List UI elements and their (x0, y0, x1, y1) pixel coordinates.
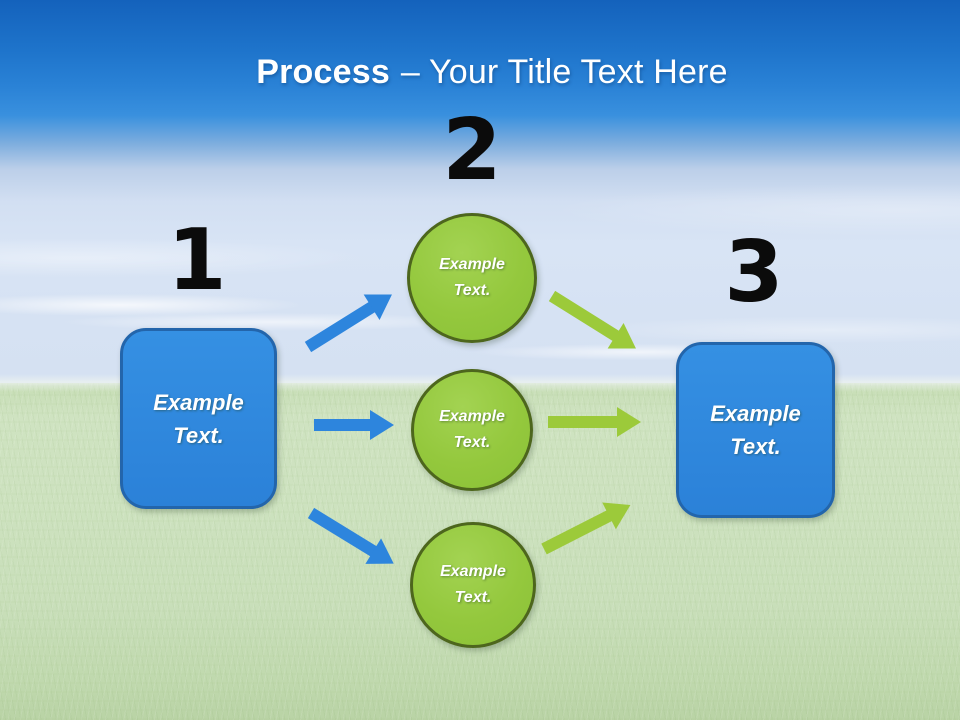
arrow-shaft (548, 416, 619, 428)
arrow-box1-to-circle-mid (314, 410, 394, 440)
step-number-2: 2 (442, 101, 502, 200)
step-number-3: 3 (724, 223, 784, 322)
arrow-circle-mid-to-box3 (548, 407, 641, 437)
step2-circle-3: Example Text. (410, 522, 536, 648)
step2-circle-3-label: Example Text. (440, 562, 506, 606)
step2-circle-2: Example Text. (411, 369, 533, 491)
title-bold-text: Process (256, 53, 390, 91)
arrow-head-icon (370, 410, 394, 440)
step3-box: Example Text. (676, 342, 835, 518)
step3-box-label: Example Text. (710, 401, 801, 459)
step2-circle-2-label: Example Text. (439, 407, 505, 451)
step2-circle-1-label: Example Text. (439, 255, 505, 299)
title-regular-text: – Your Title Text Here (400, 53, 728, 91)
step1-box-label: Example Text. (153, 389, 244, 448)
step2-circle-1: Example Text. (407, 213, 537, 343)
slide-title: Process – Your Title Text Here (12, 55, 960, 89)
step1-box: Example Text. (120, 328, 277, 509)
arrow-shaft (314, 419, 372, 431)
step-number-1: 1 (167, 211, 227, 310)
arrow-head-icon (617, 407, 641, 437)
